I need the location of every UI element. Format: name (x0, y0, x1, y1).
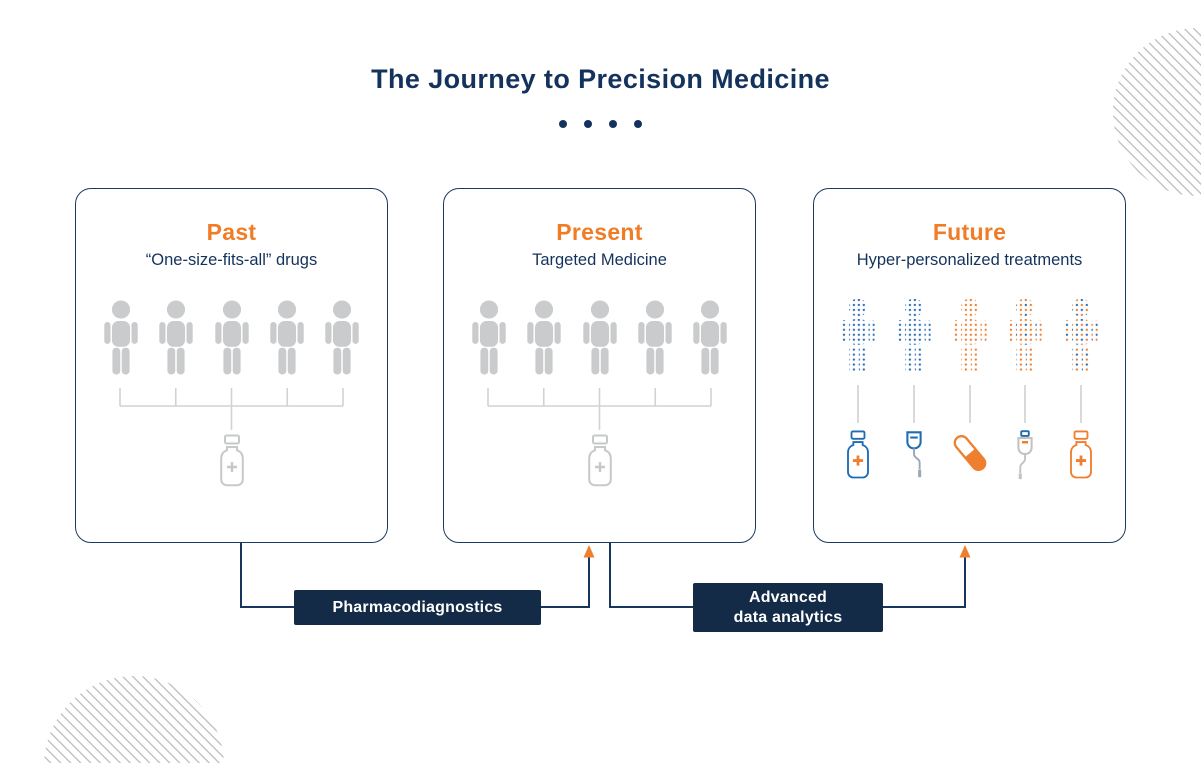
pill-bottle-icon (581, 434, 619, 488)
connector-stub (1024, 385, 1027, 423)
card-present-people-row (444, 300, 755, 384)
card-past-subtitle: “One-size-fits-all” drugs (145, 251, 318, 269)
page-title: The Journey to Precision Medicine (371, 64, 830, 94)
card-present: Present Targeted Medicine (443, 188, 756, 543)
card-present-subtitle: Targeted Medicine (532, 251, 667, 269)
pill-bottle-icon (213, 434, 251, 488)
connector-stub (912, 385, 915, 423)
pill-bottle-blue-icon (840, 430, 876, 480)
bracket-lines-icon (119, 388, 344, 430)
pharmacodiagnostics-label: Pharmacodiagnostics (294, 590, 541, 625)
dot-icon (559, 120, 567, 128)
pharmacodiagnostics-label-text: Pharmacodiagnostics (332, 598, 503, 616)
advanced-data-analytics-label: Advanced data analytics (693, 583, 883, 632)
arrow-up-icon (583, 545, 971, 558)
person-icon (579, 300, 621, 384)
connector-stub (968, 385, 971, 423)
person-icon (468, 300, 510, 384)
person-icon (155, 300, 197, 384)
decorative-hatched-circle-top-right (1113, 28, 1201, 196)
person-icon (321, 300, 363, 384)
card-future-heading: Future (932, 219, 1007, 245)
person-icon (689, 300, 731, 384)
halftone-person-mixed-icon (1059, 298, 1103, 382)
person-icon (634, 300, 676, 384)
iv-drip-blue-icon (906, 431, 922, 478)
iv-bag-gray-icon (1017, 430, 1033, 480)
card-past: Past “One-size-fits-all” drugs (75, 188, 388, 543)
card-future: Future Hyper-personalized treatments (813, 188, 1126, 543)
halftone-person-blue-icon (836, 298, 880, 382)
dot-icon (609, 120, 617, 128)
connector-stub (857, 385, 859, 423)
person-icon (523, 300, 565, 384)
card-present-heading: Present (556, 219, 643, 245)
dot-icon (634, 120, 642, 128)
card-future-people-row (814, 298, 1125, 480)
card-past-people-row (76, 300, 387, 384)
halftone-person-orange-icon (948, 298, 992, 382)
bracket-lines-icon (487, 388, 712, 430)
decorative-hatched-circle-bottom-left (44, 676, 224, 763)
halftone-person-blue-icon (892, 298, 936, 382)
future-column (1057, 298, 1105, 480)
future-column (1001, 298, 1049, 480)
card-past-heading: Past (206, 219, 257, 245)
future-column (946, 298, 994, 480)
person-icon (266, 300, 308, 384)
advanced-data-analytics-label-text: Advanced data analytics (733, 588, 843, 626)
future-column (890, 298, 938, 480)
pill-bottle-orange-icon (1063, 430, 1099, 480)
title-dots (0, 120, 1201, 128)
capsule-orange-icon (953, 435, 986, 471)
card-future-subtitle: Hyper-personalized treatments (856, 251, 1083, 269)
dot-icon (584, 120, 592, 128)
person-icon (100, 300, 142, 384)
person-icon (211, 300, 253, 384)
connector-stub (1080, 385, 1082, 423)
halftone-person-orange-blue-icon (1003, 298, 1047, 382)
future-column (834, 298, 882, 480)
